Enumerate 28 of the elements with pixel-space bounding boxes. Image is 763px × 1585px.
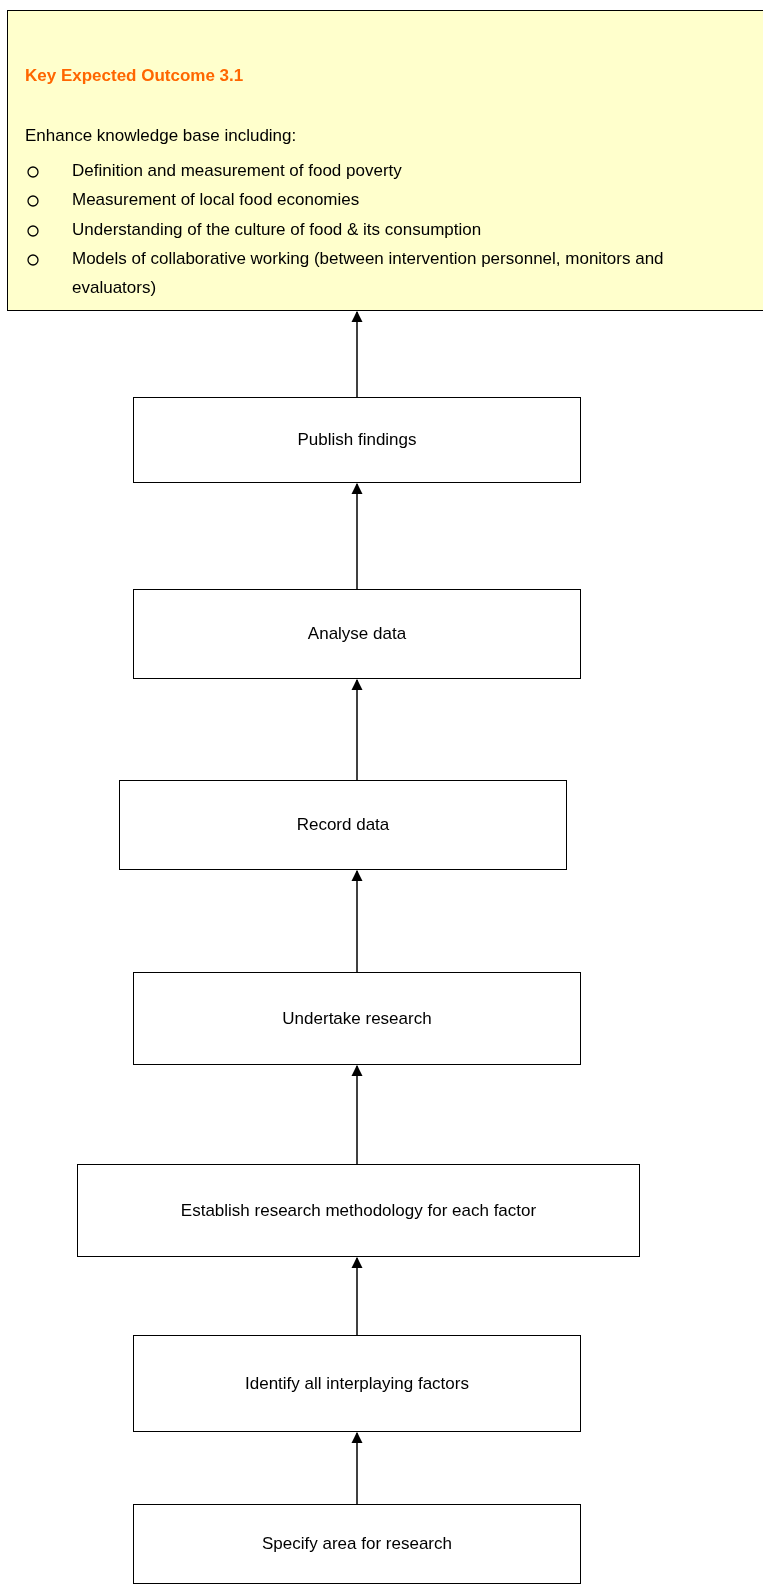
outcome-panel xyxy=(7,10,763,311)
arrow xyxy=(351,678,363,781)
step-label: Identify all interplaying factors xyxy=(245,1373,469,1394)
step-label: Undertake research xyxy=(282,1008,432,1029)
step-label: Specify area for research xyxy=(262,1534,452,1554)
step-label: Establish research methodology for each factor xyxy=(180,1200,537,1221)
step-label: Record data xyxy=(296,815,390,835)
process-box xyxy=(133,589,581,679)
arrow xyxy=(351,1431,363,1505)
process-box xyxy=(77,1164,640,1257)
process-box xyxy=(133,1335,581,1432)
process-box xyxy=(133,397,581,483)
bullet-item: Models of collaborative working (between intervention personnel, monitors and evaluators) xyxy=(72,248,665,299)
intro-text: Enhance knowledge base including: xyxy=(25,125,298,147)
arrow xyxy=(351,1064,363,1165)
process-box xyxy=(133,972,581,1065)
step-label: Publish findings xyxy=(297,430,417,450)
bullet-item: Understanding of the culture of food & its consumption xyxy=(72,219,483,241)
step-label: Analyse data xyxy=(307,624,407,644)
arrow xyxy=(351,482,363,590)
bullet-item: Measurement of local food economies xyxy=(72,189,361,211)
arrow xyxy=(351,1256,363,1336)
process-box xyxy=(119,780,567,870)
arrow xyxy=(351,869,363,973)
arrow xyxy=(351,310,363,398)
bullet-item: Definition and measurement of food poverty xyxy=(72,160,403,182)
heading: Key Expected Outcome 3.1 xyxy=(25,65,245,87)
process-box xyxy=(133,1504,581,1584)
